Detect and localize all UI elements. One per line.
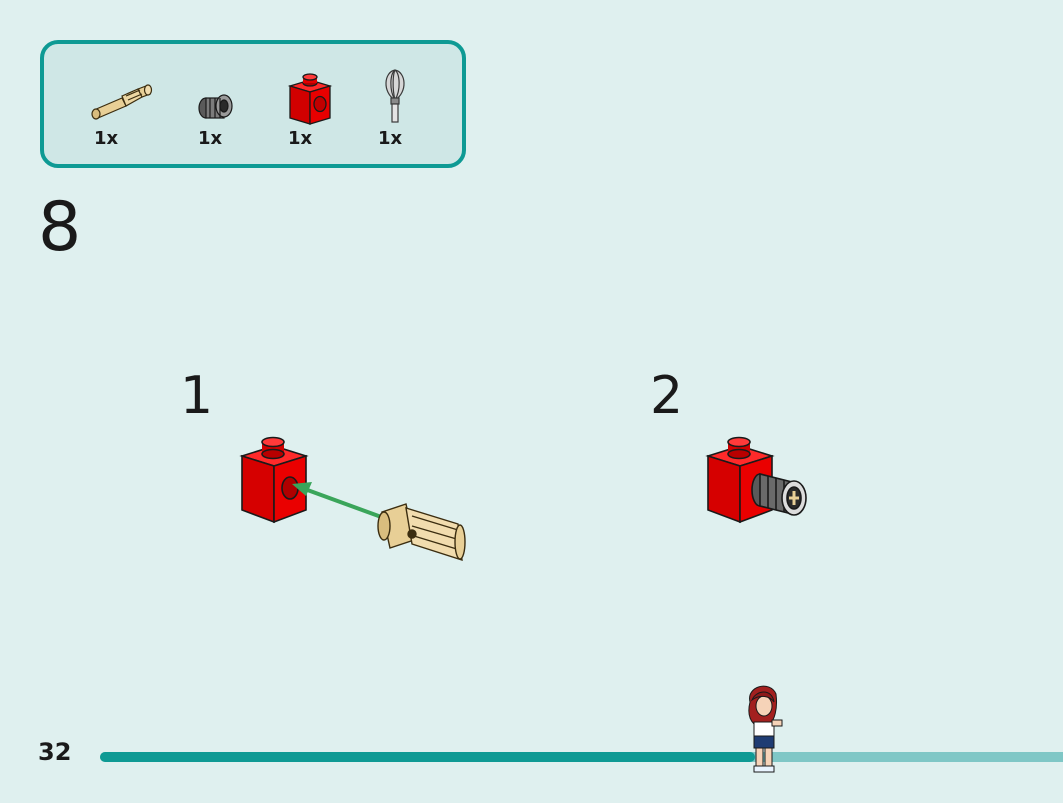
part-black-bush: 1x xyxy=(194,84,244,154)
part-qty: 1x xyxy=(378,128,403,149)
substep-number-1: 1 xyxy=(180,366,214,426)
substep-2-illustration xyxy=(705,436,807,524)
step-number: 8 xyxy=(38,188,81,267)
part-qty: 1x xyxy=(94,128,119,149)
part-red-technic-brick: 1x xyxy=(286,70,336,154)
page-number: 32 xyxy=(38,738,72,766)
part-qty: 1x xyxy=(198,128,223,149)
black-bush-icon xyxy=(198,94,233,119)
parts-list-box: 1x 1x xyxy=(40,40,466,168)
tan-axle-pin-icon xyxy=(91,84,153,120)
substep-number-2: 2 xyxy=(650,366,684,426)
minifigure-progress-marker-icon xyxy=(748,685,783,773)
part-tan-axle-pin: 1x xyxy=(88,84,158,154)
red-technic-brick-icon xyxy=(287,73,333,125)
progress-bar xyxy=(100,752,1063,762)
part-qty: 1x xyxy=(288,128,313,149)
substep-1-illustration xyxy=(239,436,466,561)
whisk-icon xyxy=(385,69,405,123)
part-whisk: 1x xyxy=(378,66,418,154)
progress-fill xyxy=(100,752,755,762)
